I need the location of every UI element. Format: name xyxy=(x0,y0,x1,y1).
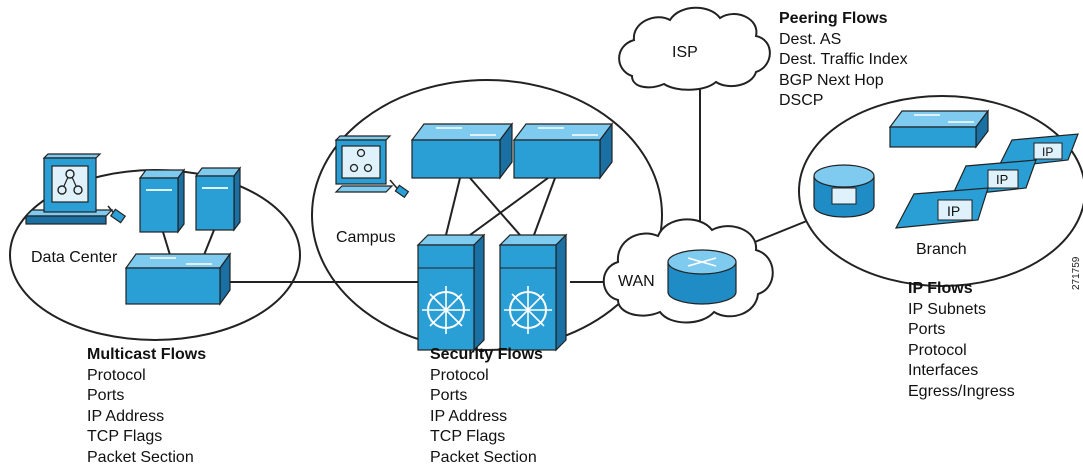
multicast-flows-title: Multicast Flows xyxy=(87,346,207,363)
workstation-icon xyxy=(24,153,127,225)
campus-zone xyxy=(311,79,663,351)
link-sw2-core1 xyxy=(469,177,549,236)
isp-cloud xyxy=(618,6,771,91)
data-center-switch-icon xyxy=(124,252,232,306)
link-sw2-core2 xyxy=(533,177,556,236)
campus-workstation-icon xyxy=(334,135,410,199)
branch-router-icon xyxy=(813,164,875,218)
campus-switch-2-icon xyxy=(512,122,614,180)
link-sw1-core2 xyxy=(469,177,521,236)
security-flows-item: IP Address xyxy=(430,407,508,425)
link-dc-server1-switch xyxy=(162,231,171,256)
peering-flows-item: Dest. Traffic Index xyxy=(779,51,908,68)
multicast-flows-item: Ports xyxy=(87,387,125,404)
branch-switch-icon xyxy=(888,109,990,149)
ip-phone-1-icon: IP xyxy=(996,133,1079,169)
core-switch-2-icon xyxy=(498,233,568,352)
ip-phone-3-icon: IP xyxy=(894,187,989,229)
security-flows-item: TCP Flags xyxy=(430,428,506,445)
branch-label: Branch xyxy=(916,241,967,258)
multicast-flows-item: Packet Section xyxy=(87,448,194,466)
multicast-flows-block: Multicast Flows Protocol Ports IP Addres… xyxy=(87,345,206,468)
security-flows-item: Ports xyxy=(430,387,468,404)
isp-label: ISP xyxy=(672,44,698,61)
security-flows-block: Security Flows Protocol Ports IP Address… xyxy=(430,345,543,468)
server-1-icon xyxy=(138,168,186,234)
multicast-flows-item: IP Address xyxy=(87,407,165,425)
wan-label: WAN xyxy=(618,273,655,290)
ip-flows-item: Interfaces xyxy=(908,362,979,379)
link-dc-server2-switch xyxy=(203,229,215,256)
ip-phone-1-label: IP xyxy=(1042,145,1053,159)
wan-router-icon xyxy=(667,249,737,305)
link-sw1-core1 xyxy=(445,177,461,236)
ip-flows-item: Ports xyxy=(908,321,946,338)
peering-flows-item: Dest. AS xyxy=(779,30,842,48)
peering-flows-item: DSCP xyxy=(779,92,824,109)
peering-flows-title: Peering Flows xyxy=(779,10,888,27)
ip-flows-item: IP Subnets xyxy=(908,300,986,318)
multicast-flows-item: TCP Flags xyxy=(87,428,163,445)
server-2-icon xyxy=(194,166,242,232)
ip-phone-3-label: IP xyxy=(947,203,960,219)
ip-flows-item: Egress/Ingress xyxy=(908,382,1015,400)
multicast-flows-item: Protocol xyxy=(87,366,146,384)
security-flows-item: Protocol xyxy=(430,366,489,384)
ip-flows-block: IP Flows IP Subnets Ports Protocol Inter… xyxy=(908,279,1015,402)
ip-phone-2-label: IP xyxy=(996,172,1008,187)
figure-id: 271759 xyxy=(1071,256,1082,290)
peering-flows-item: BGP Next Hop xyxy=(779,71,884,89)
security-flows-title: Security Flows xyxy=(430,346,543,363)
core-switch-1-icon xyxy=(416,233,486,352)
campus-switch-1-icon xyxy=(410,122,514,180)
ip-flows-item: Protocol xyxy=(908,341,967,359)
campus-label: Campus xyxy=(336,229,396,246)
ip-phone-2-icon: IP xyxy=(951,159,1037,197)
ip-flows-title: IP Flows xyxy=(908,280,973,297)
peering-flows-block: Peering Flows Dest. AS Dest. Traffic Ind… xyxy=(779,9,908,112)
security-flows-item: Packet Section xyxy=(430,448,537,466)
data-center-label: Data Center xyxy=(31,249,118,266)
